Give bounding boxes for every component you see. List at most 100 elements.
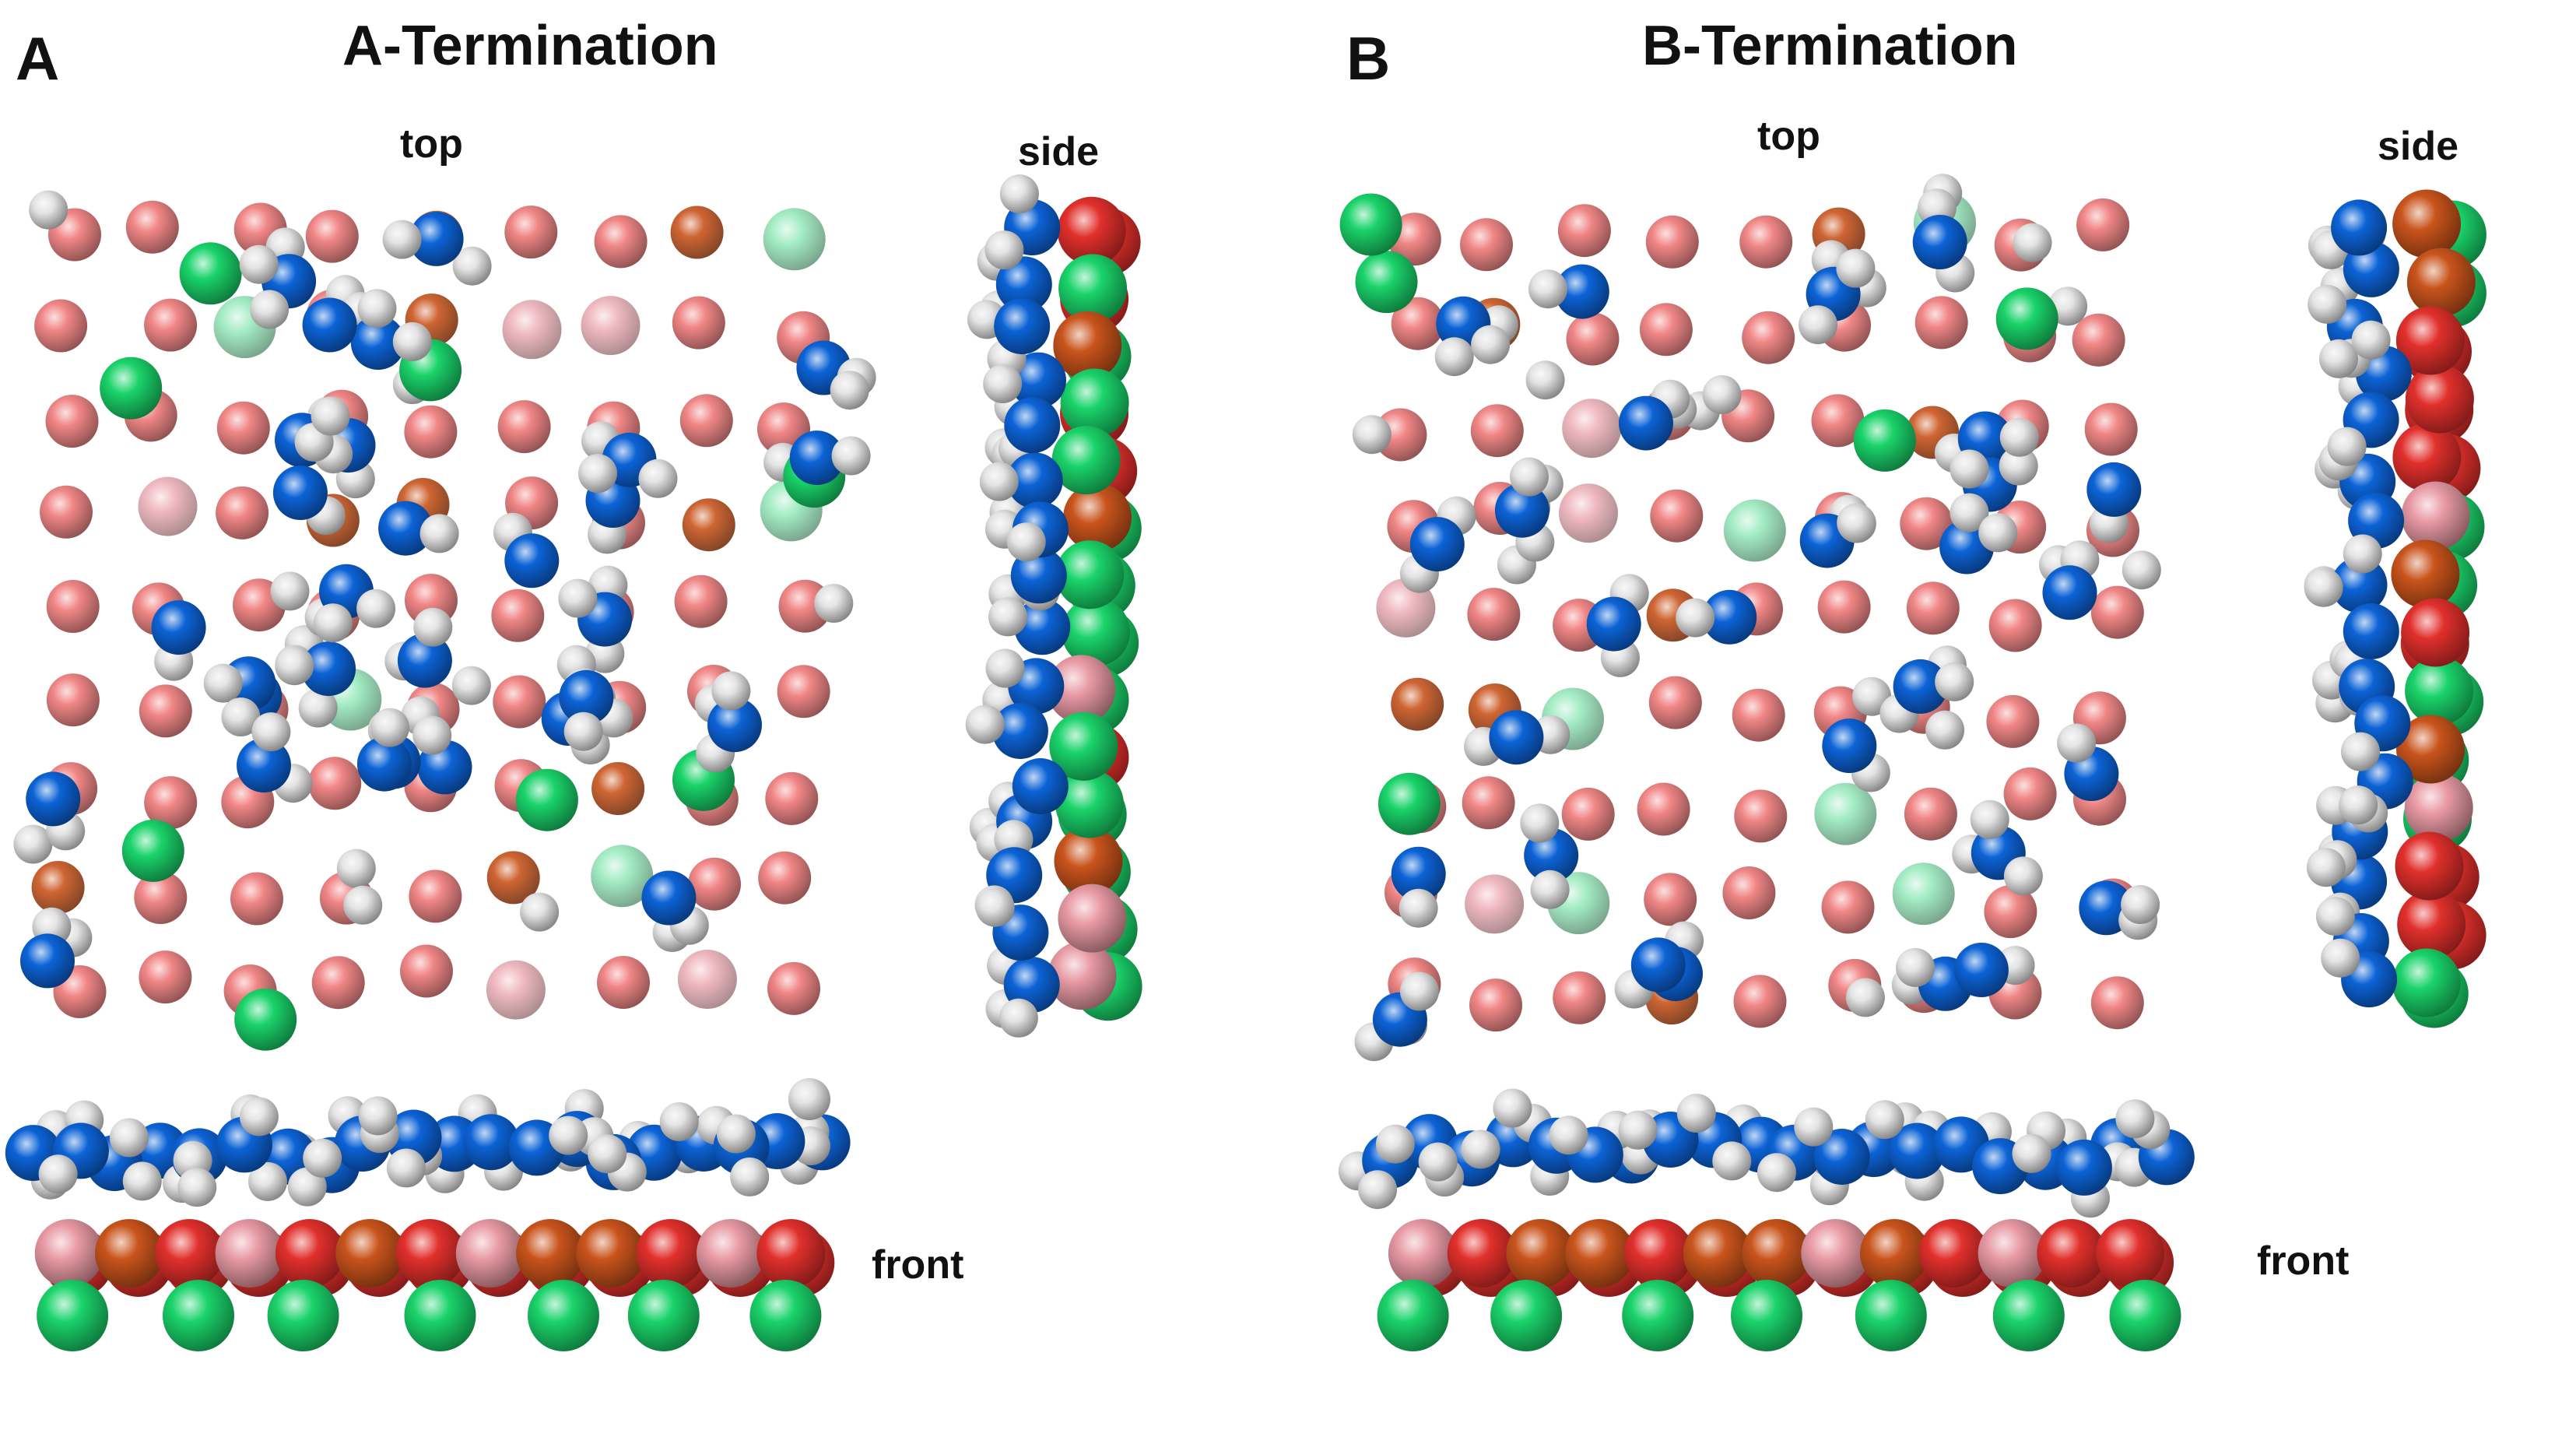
atom-white — [275, 646, 314, 686]
atom-white — [29, 190, 68, 230]
atom-salmon — [1742, 311, 1795, 364]
atom-salmon — [139, 950, 192, 1004]
atom-light_green — [1814, 782, 1877, 845]
atom-white — [1999, 417, 2039, 457]
atom-white — [716, 1114, 756, 1154]
atom-green — [1731, 1280, 1802, 1351]
atom-white — [2304, 567, 2343, 607]
atom-white — [386, 1148, 426, 1188]
atom-white — [2319, 339, 2358, 378]
atom-white — [1461, 1130, 1500, 1169]
atom-salmon — [2090, 976, 2144, 1030]
atom-blue — [1010, 547, 1067, 604]
atom-white — [965, 704, 1005, 744]
panel-b: B B-Termination top side front — [1288, 0, 2576, 1444]
atom-salmon — [1732, 688, 1785, 742]
atom-white — [983, 364, 1023, 403]
atom-white — [1712, 1141, 1752, 1181]
atom-white — [1358, 1170, 1398, 1210]
atom-red — [756, 1219, 826, 1288]
atom-salmon — [688, 857, 741, 911]
atom-red — [2397, 890, 2466, 959]
atom-orange — [670, 206, 724, 259]
atom-salmon — [1637, 782, 1690, 836]
atom-salmon — [1811, 394, 1865, 448]
atom-white — [2057, 723, 2097, 763]
atom-green — [1853, 409, 1916, 472]
atom-green — [163, 1280, 234, 1351]
atom-green — [234, 988, 297, 1051]
atom-salmon — [2072, 313, 2125, 367]
atom-salmon — [1817, 580, 1871, 634]
atom-white — [1978, 513, 2018, 553]
atom-white — [2308, 284, 2347, 324]
atom-white — [356, 588, 396, 628]
atom-white — [248, 1161, 287, 1201]
atom-green — [1490, 1280, 1563, 1351]
atom-pink — [1388, 1219, 1457, 1288]
atom-green — [2392, 948, 2461, 1017]
atom-salmon — [1650, 489, 1704, 543]
atom-pink — [581, 296, 640, 356]
atom-white — [2012, 1133, 2051, 1173]
atom-salmon — [1553, 971, 1606, 1024]
atom-salmon — [230, 872, 283, 926]
atom-salmon — [1733, 975, 1787, 1028]
atom-salmon — [2003, 767, 2057, 820]
atom-blue — [1494, 483, 1549, 538]
atom-salmon — [34, 299, 88, 353]
atom-red — [2405, 364, 2474, 434]
atom-white — [814, 584, 854, 623]
atom-blue — [994, 298, 1051, 355]
atom-white — [1757, 1153, 1796, 1193]
atom-pink — [455, 1219, 525, 1288]
atom-salmon — [672, 296, 725, 350]
atom-pink — [1048, 941, 1117, 1010]
atom-white — [1434, 337, 1474, 377]
atom-white — [1702, 375, 1742, 414]
atom-salmon — [1391, 297, 1444, 350]
atom-blue — [20, 933, 75, 989]
atom-blue — [707, 697, 762, 753]
atom-salmon — [1469, 978, 1522, 1032]
atom-orange — [1053, 311, 1122, 380]
atom-white — [638, 458, 678, 498]
panel-a-title: A-Termination — [342, 15, 718, 77]
atom-salmon — [758, 851, 812, 905]
atom-green — [267, 1280, 339, 1351]
atom-blue — [301, 641, 356, 697]
atom-salmon — [311, 956, 365, 1010]
atom-salmon — [1734, 789, 1788, 843]
atom-green — [100, 357, 163, 420]
atom-blue — [237, 738, 291, 793]
atom-blue — [1619, 395, 1673, 451]
atom-green — [1992, 1280, 2065, 1351]
atom-red — [1918, 1219, 1988, 1288]
atom-green — [1055, 540, 1125, 610]
atom-white — [711, 671, 751, 711]
atom-white — [659, 1102, 699, 1141]
atom-pink — [1978, 1219, 2047, 1288]
atom-white — [382, 220, 422, 259]
atom-green — [1058, 254, 1128, 323]
atom-blue — [1586, 596, 1641, 652]
atom-white — [1950, 449, 1989, 489]
atom-orange — [1683, 1219, 1752, 1288]
atom-white — [313, 603, 353, 643]
atom-white — [419, 514, 459, 553]
atom-orange — [516, 1219, 585, 1288]
atom-white — [2048, 286, 2088, 326]
atom-white — [122, 1161, 162, 1201]
atom-blue — [1409, 517, 1465, 572]
atom-salmon — [1467, 588, 1521, 641]
atom-salmon — [46, 580, 100, 633]
atom-white — [1510, 457, 1549, 497]
atom-blue — [350, 315, 405, 371]
atom-green — [121, 819, 184, 882]
atom-salmon — [594, 215, 648, 269]
atom-orange — [31, 861, 85, 914]
atom-blue — [409, 211, 464, 266]
panel-b-front-label: front — [2257, 1238, 2350, 1284]
atom-salmon — [1906, 581, 1960, 635]
atom-orange — [1860, 1219, 1928, 1288]
